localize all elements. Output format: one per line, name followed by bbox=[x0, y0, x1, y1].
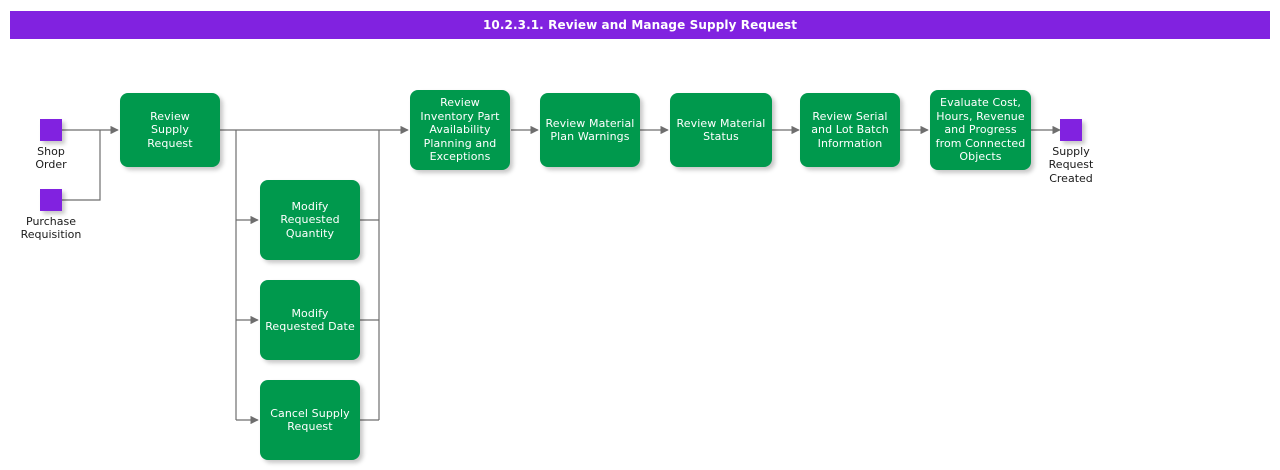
process-label: Evaluate Cost, Hours, Revenue and Progre… bbox=[935, 96, 1026, 164]
process-label: Review Serial and Lot Batch Information bbox=[811, 109, 889, 150]
terminator-swatch-icon bbox=[1060, 119, 1082, 141]
process-review-material-plan-warnings[interactable]: Review Material Plan Warnings bbox=[540, 93, 640, 167]
process-review-supply-request[interactable]: Review Supply Request bbox=[120, 93, 220, 167]
process-label: Review Inventory Part Availability Plann… bbox=[420, 96, 500, 164]
process-label: Cancel Supply Request bbox=[270, 406, 350, 433]
terminator-shop-order[interactable]: Shop Order bbox=[35, 119, 67, 171]
page-title: 10.2.3.1. Review and Manage Supply Reque… bbox=[482, 18, 798, 32]
process-label: Review Material Status bbox=[676, 116, 766, 143]
terminator-purchase-requisition[interactable]: Purchase Requisition bbox=[21, 189, 81, 241]
page-title-bar: 10.2.3.1. Review and Manage Supply Reque… bbox=[10, 11, 1270, 39]
terminator-label: Supply Request Created bbox=[1048, 145, 1094, 185]
process-label: Review Supply Request bbox=[147, 109, 193, 150]
process-label: Review Material Plan Warnings bbox=[545, 116, 635, 143]
process-evaluate-cost-hours-revenue-progress[interactable]: Evaluate Cost, Hours, Revenue and Progre… bbox=[930, 90, 1031, 170]
terminator-swatch-icon bbox=[40, 119, 62, 141]
process-modify-requested-quantity[interactable]: Modify Requested Quantity bbox=[260, 180, 360, 260]
process-label: Modify Requested Date bbox=[265, 306, 355, 333]
process-cancel-supply-request[interactable]: Cancel Supply Request bbox=[260, 380, 360, 460]
process-review-serial-and-lot-batch-information[interactable]: Review Serial and Lot Batch Information bbox=[800, 93, 900, 167]
process-review-inventory-part-availability[interactable]: Review Inventory Part Availability Plann… bbox=[410, 90, 510, 170]
terminator-label: Purchase Requisition bbox=[20, 215, 82, 242]
process-modify-requested-date[interactable]: Modify Requested Date bbox=[260, 280, 360, 360]
process-label: Modify Requested Quantity bbox=[280, 199, 340, 240]
terminator-swatch-icon bbox=[40, 189, 62, 211]
edge-purchase-requisition bbox=[61, 130, 101, 201]
terminator-supply-request-created[interactable]: Supply Request Created bbox=[1049, 119, 1093, 185]
terminator-label: Shop Order bbox=[35, 145, 67, 172]
process-review-material-status[interactable]: Review Material Status bbox=[670, 93, 772, 167]
